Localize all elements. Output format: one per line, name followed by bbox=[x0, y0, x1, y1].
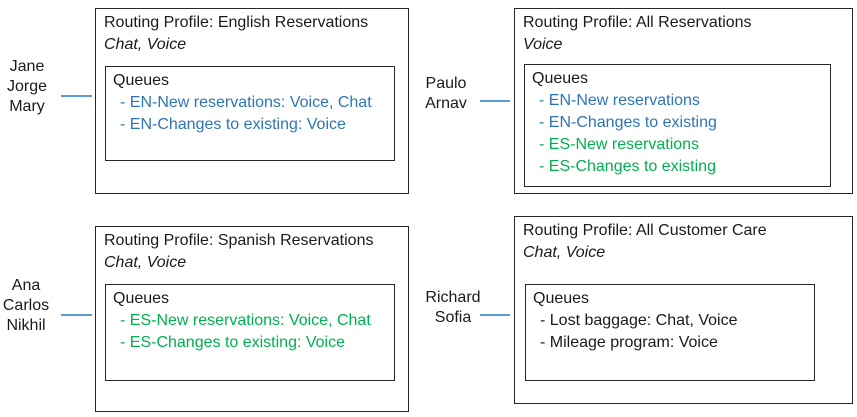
queue-item: - Lost baggage: Chat, Voice bbox=[540, 312, 738, 329]
connector-line bbox=[480, 314, 510, 316]
queues-label: Queues bbox=[113, 72, 170, 89]
agent-list-spanish: Ana Carlos Nikhil bbox=[0, 276, 52, 336]
agent-list-english: Jane Jorge Mary bbox=[4, 57, 50, 117]
profile-title: Routing Profile: All Customer Care bbox=[523, 222, 767, 239]
routing-profile-customer-care: Routing Profile: All Customer Care Chat,… bbox=[514, 216, 853, 404]
profile-channels: Chat, Voice bbox=[104, 254, 187, 271]
queue-item: - EN-Changes to existing: Voice bbox=[120, 116, 346, 133]
agent-name: Ana bbox=[11, 277, 41, 294]
queue-item: - ES-Changes to existing: Voice bbox=[120, 334, 346, 351]
agent-name: Mary bbox=[9, 98, 45, 115]
routing-profile-spanish: Routing Profile: Spanish Reservations Ch… bbox=[95, 226, 409, 412]
connector-line bbox=[480, 100, 510, 102]
profile-channels: Chat, Voice bbox=[104, 36, 187, 53]
queue-item: - ES-Changes to existing bbox=[539, 158, 716, 175]
queues-box: Queues - EN-New reservations - EN-Change… bbox=[524, 64, 831, 187]
connector-line bbox=[61, 314, 92, 316]
agent-name: Carlos bbox=[2, 297, 50, 314]
connector-line bbox=[61, 95, 92, 97]
queues-box: Queues - Lost baggage: Chat, Voice - Mil… bbox=[525, 284, 815, 381]
queue-item: - EN-New reservations: Voice, Chat bbox=[120, 94, 372, 111]
profile-title: Routing Profile: All Reservations bbox=[523, 14, 752, 31]
queue-item: - ES-New reservations: Voice, Chat bbox=[120, 312, 371, 329]
queues-box: Queues - EN-New reservations: Voice, Cha… bbox=[105, 66, 395, 161]
queue-list: - EN-New reservations: Voice, Chat - EN-… bbox=[120, 92, 372, 136]
queue-list: - EN-New reservations - EN-Changes to ex… bbox=[539, 90, 717, 178]
queue-list: - Lost baggage: Chat, Voice - Mileage pr… bbox=[540, 310, 737, 354]
queues-box: Queues - ES-New reservations: Voice, Cha… bbox=[105, 284, 395, 381]
profile-title: Routing Profile: English Reservations bbox=[104, 14, 369, 31]
queue-item: - Mileage program: Voice bbox=[540, 334, 718, 351]
queue-list: - ES-New reservations: Voice, Chat - ES-… bbox=[120, 310, 371, 354]
agent-name: Nikhil bbox=[6, 317, 46, 334]
queue-item: - EN-New reservations bbox=[539, 92, 700, 109]
queues-label: Queues bbox=[533, 290, 590, 307]
profile-title: Routing Profile: Spanish Reservations bbox=[104, 232, 374, 249]
agent-name: Jorge bbox=[6, 78, 48, 95]
queues-label: Queues bbox=[532, 70, 589, 87]
agent-name: Sofia bbox=[434, 309, 472, 326]
routing-profile-english: Routing Profile: English Reservations Ch… bbox=[95, 8, 409, 194]
queue-item: - ES-New reservations bbox=[539, 136, 700, 153]
queues-label: Queues bbox=[113, 290, 170, 307]
routing-profile-all-reservations: Routing Profile: All Reservations Voice … bbox=[514, 8, 853, 194]
agent-list-customer-care: Richard Sofia bbox=[420, 288, 486, 328]
profile-channels: Chat, Voice bbox=[523, 244, 606, 261]
profile-channels: Voice bbox=[523, 36, 563, 53]
agent-name: Paulo bbox=[425, 75, 467, 92]
agent-name: Richard bbox=[425, 289, 481, 306]
queue-item: - EN-Changes to existing bbox=[539, 114, 717, 131]
agent-list-all-reservations: Paulo Arnav bbox=[423, 74, 469, 114]
agent-name: Jane bbox=[9, 58, 45, 75]
agent-name: Arnav bbox=[425, 95, 467, 112]
